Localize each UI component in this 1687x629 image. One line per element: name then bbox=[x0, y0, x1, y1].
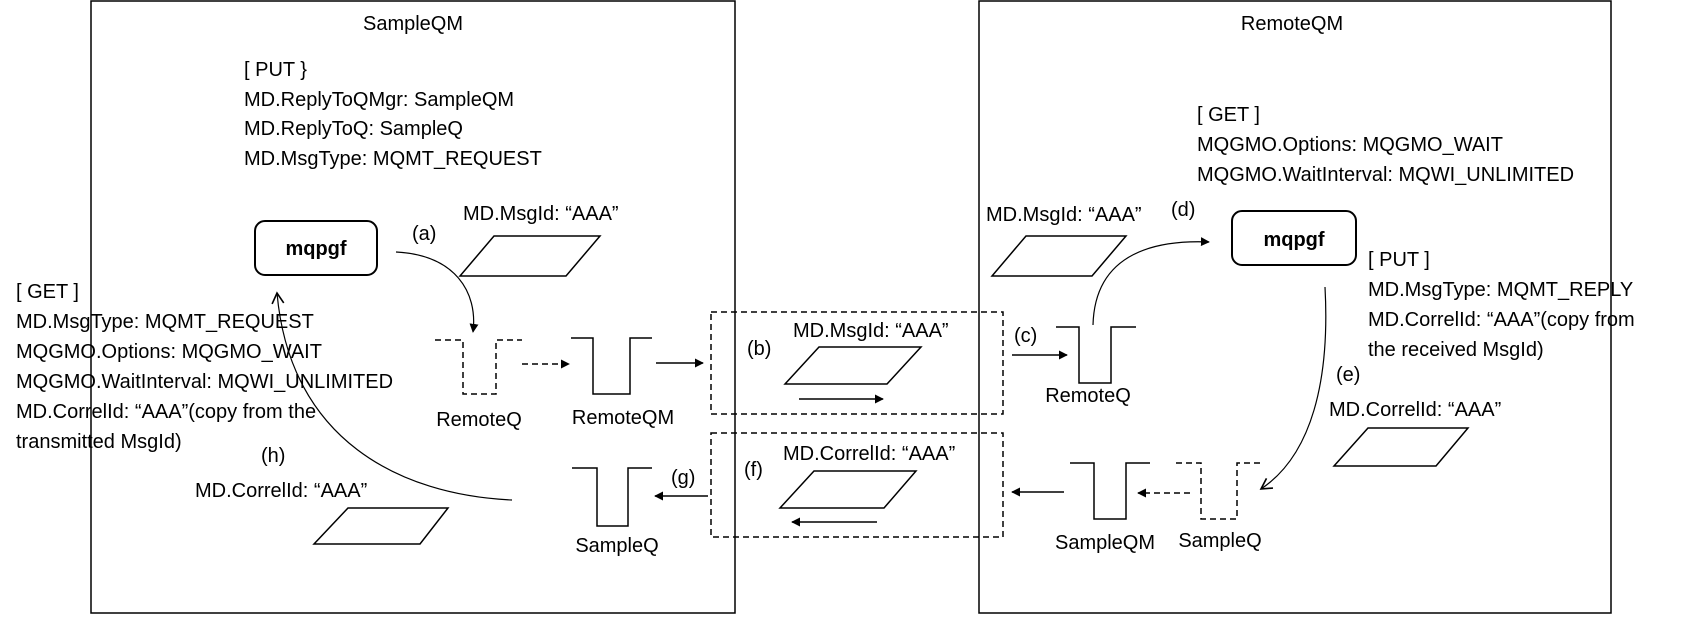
left-get-line-2: MD.MsgType: MQMT_REQUEST bbox=[16, 311, 314, 333]
channel-forward-box bbox=[710, 311, 1004, 415]
step-h-label: (h) bbox=[261, 445, 285, 467]
left-qm-frame bbox=[90, 0, 736, 614]
arrow-e bbox=[1259, 286, 1327, 490]
step-d-label: (d) bbox=[1171, 199, 1195, 221]
msg-h-shape bbox=[312, 507, 450, 545]
msg-f-label: MD.CorrelId: “AAA” bbox=[783, 443, 955, 465]
msg-f-shape bbox=[778, 470, 918, 509]
right-put-line-4: the received MsgId) bbox=[1368, 339, 1544, 361]
right-qm-title: RemoteQM bbox=[1241, 13, 1343, 35]
left-remoteqm-label: RemoteQM bbox=[572, 407, 674, 429]
right-get-line-3: MQGMO.WaitInterval: MQWI_UNLIMITED bbox=[1197, 164, 1574, 186]
right-put-line-2: MD.MsgType: MQMT_REPLY bbox=[1368, 279, 1633, 301]
left-get-line-5: MD.CorrelId: “AAA”(copy from the bbox=[16, 401, 316, 423]
msg-h-label: MD.CorrelId: “AAA” bbox=[195, 480, 367, 502]
step-f-label: (f) bbox=[744, 459, 763, 481]
arrow-d bbox=[1092, 237, 1210, 326]
step-e-label: (e) bbox=[1336, 364, 1360, 386]
arrow-h bbox=[271, 291, 513, 501]
right-mqpgf-process bbox=[1231, 210, 1357, 266]
msg-b-shape bbox=[783, 346, 923, 385]
right-get-block: [ GET ] MQGMO.Options: MQGMO_WAIT MQGMO.… bbox=[1197, 104, 1574, 186]
step-a-label: (a) bbox=[412, 223, 436, 245]
left-mqpgf-label: mqpgf bbox=[285, 238, 346, 260]
right-put-line-3: MD.CorrelId: “AAA”(copy from bbox=[1368, 309, 1635, 331]
right-sampleqm-label: SampleQM bbox=[1055, 532, 1155, 554]
msg-a-label: MD.MsgId: “AAA” bbox=[463, 203, 619, 225]
right-remoteq-label: RemoteQ bbox=[1045, 385, 1131, 407]
msg-e-shape bbox=[1332, 427, 1470, 467]
left-mqpgf-process bbox=[254, 220, 378, 276]
msg-e-label: MD.CorrelId: “AAA” bbox=[1329, 399, 1501, 421]
left-remoteq-label: RemoteQ bbox=[436, 409, 522, 431]
left-get-line-6: transmitted MsgId) bbox=[16, 431, 182, 453]
channel-return-box bbox=[710, 432, 1004, 538]
left-get-block: [ GET ] MD.MsgType: MQMT_REQUEST MQGMO.O… bbox=[16, 281, 393, 453]
right-sampleq-label: SampleQ bbox=[1178, 530, 1261, 552]
left-put-block: [ PUT } MD.ReplyToQMgr: SampleQM MD.Repl… bbox=[244, 59, 542, 170]
left-sampleq-queue bbox=[572, 467, 652, 527]
step-g-label: (g) bbox=[671, 467, 695, 489]
left-get-line-4: MQGMO.WaitInterval: MQWI_UNLIMITED bbox=[16, 371, 393, 393]
left-remoteq-queue bbox=[435, 339, 522, 395]
right-get-line-2: MQGMO.Options: MQGMO_WAIT bbox=[1197, 134, 1503, 156]
arrow-a bbox=[395, 251, 479, 333]
left-put-line-4: MD.MsgType: MQMT_REQUEST bbox=[244, 148, 542, 170]
left-put-line-1: [ PUT } bbox=[244, 59, 307, 81]
left-remoteqm-queue bbox=[571, 337, 652, 395]
right-put-line-1: [ PUT ] bbox=[1368, 249, 1430, 271]
msg-a-shape bbox=[458, 235, 602, 277]
left-get-line-1: [ GET ] bbox=[16, 281, 79, 303]
left-put-line-3: MD.ReplyToQ: SampleQ bbox=[244, 118, 463, 140]
left-sampleq-label: SampleQ bbox=[575, 535, 658, 557]
step-b-label: (b) bbox=[747, 338, 771, 360]
left-put-line-2: MD.ReplyToQMgr: SampleQM bbox=[244, 89, 514, 111]
right-sampleq-queue bbox=[1176, 462, 1263, 520]
right-mqpgf-label: mqpgf bbox=[1263, 229, 1324, 251]
step-c-label: (c) bbox=[1014, 325, 1037, 347]
msg-d-shape bbox=[990, 235, 1128, 277]
left-get-line-3: MQGMO.Options: MQGMO_WAIT bbox=[16, 341, 322, 363]
right-remoteq-queue bbox=[1056, 326, 1136, 384]
left-qm-title: SampleQM bbox=[363, 13, 463, 35]
right-put-block: [ PUT ] MD.MsgType: MQMT_REPLY MD.Correl… bbox=[1368, 249, 1635, 361]
right-get-line-1: [ GET ] bbox=[1197, 104, 1260, 126]
msg-b-label: MD.MsgId: “AAA” bbox=[793, 320, 949, 342]
msg-d-label: MD.MsgId: “AAA” bbox=[986, 204, 1142, 226]
right-sampleqm-queue bbox=[1070, 462, 1150, 520]
right-qm-frame bbox=[978, 0, 1612, 614]
